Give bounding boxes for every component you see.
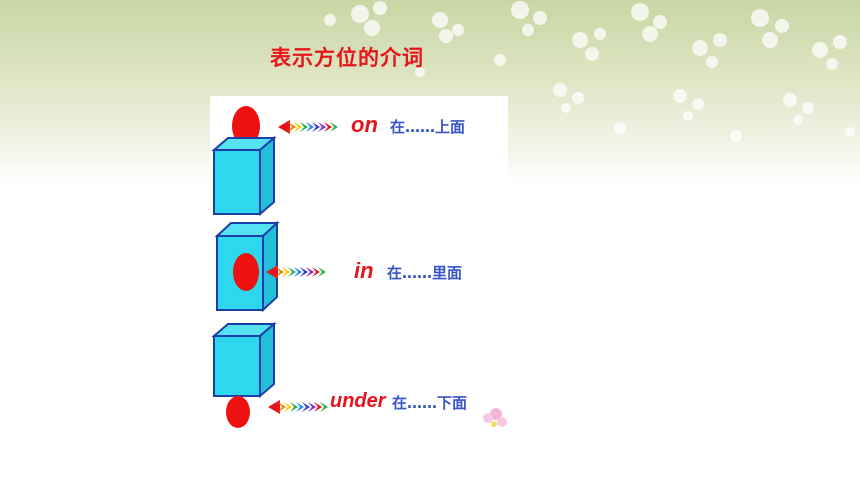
under-ball-icon xyxy=(226,396,250,428)
on-ball-icon xyxy=(232,106,260,146)
slide-title: 表示方位的介词 xyxy=(270,46,424,70)
on-cube-icon xyxy=(211,135,277,217)
under-cube-icon xyxy=(211,321,277,399)
flower-pattern xyxy=(324,1,855,142)
illustration-panel: on 在……上面 in 在……里面 under 在……下面 xyxy=(210,96,508,428)
meaning-on: 在……上面 xyxy=(390,118,466,136)
decorative-flower-icon xyxy=(483,408,507,427)
preposition-diagram xyxy=(211,106,507,428)
preposition-under: under xyxy=(330,390,386,412)
meaning-under: 在……下面 xyxy=(392,394,468,412)
in-arrow-icon xyxy=(266,265,326,279)
preposition-on: on xyxy=(351,112,378,137)
in-ball-icon xyxy=(233,253,259,291)
under-arrow-icon xyxy=(268,400,328,414)
on-arrow-icon xyxy=(278,120,338,134)
meaning-in: 在……里面 xyxy=(387,264,463,282)
preposition-in: in xyxy=(354,258,374,283)
